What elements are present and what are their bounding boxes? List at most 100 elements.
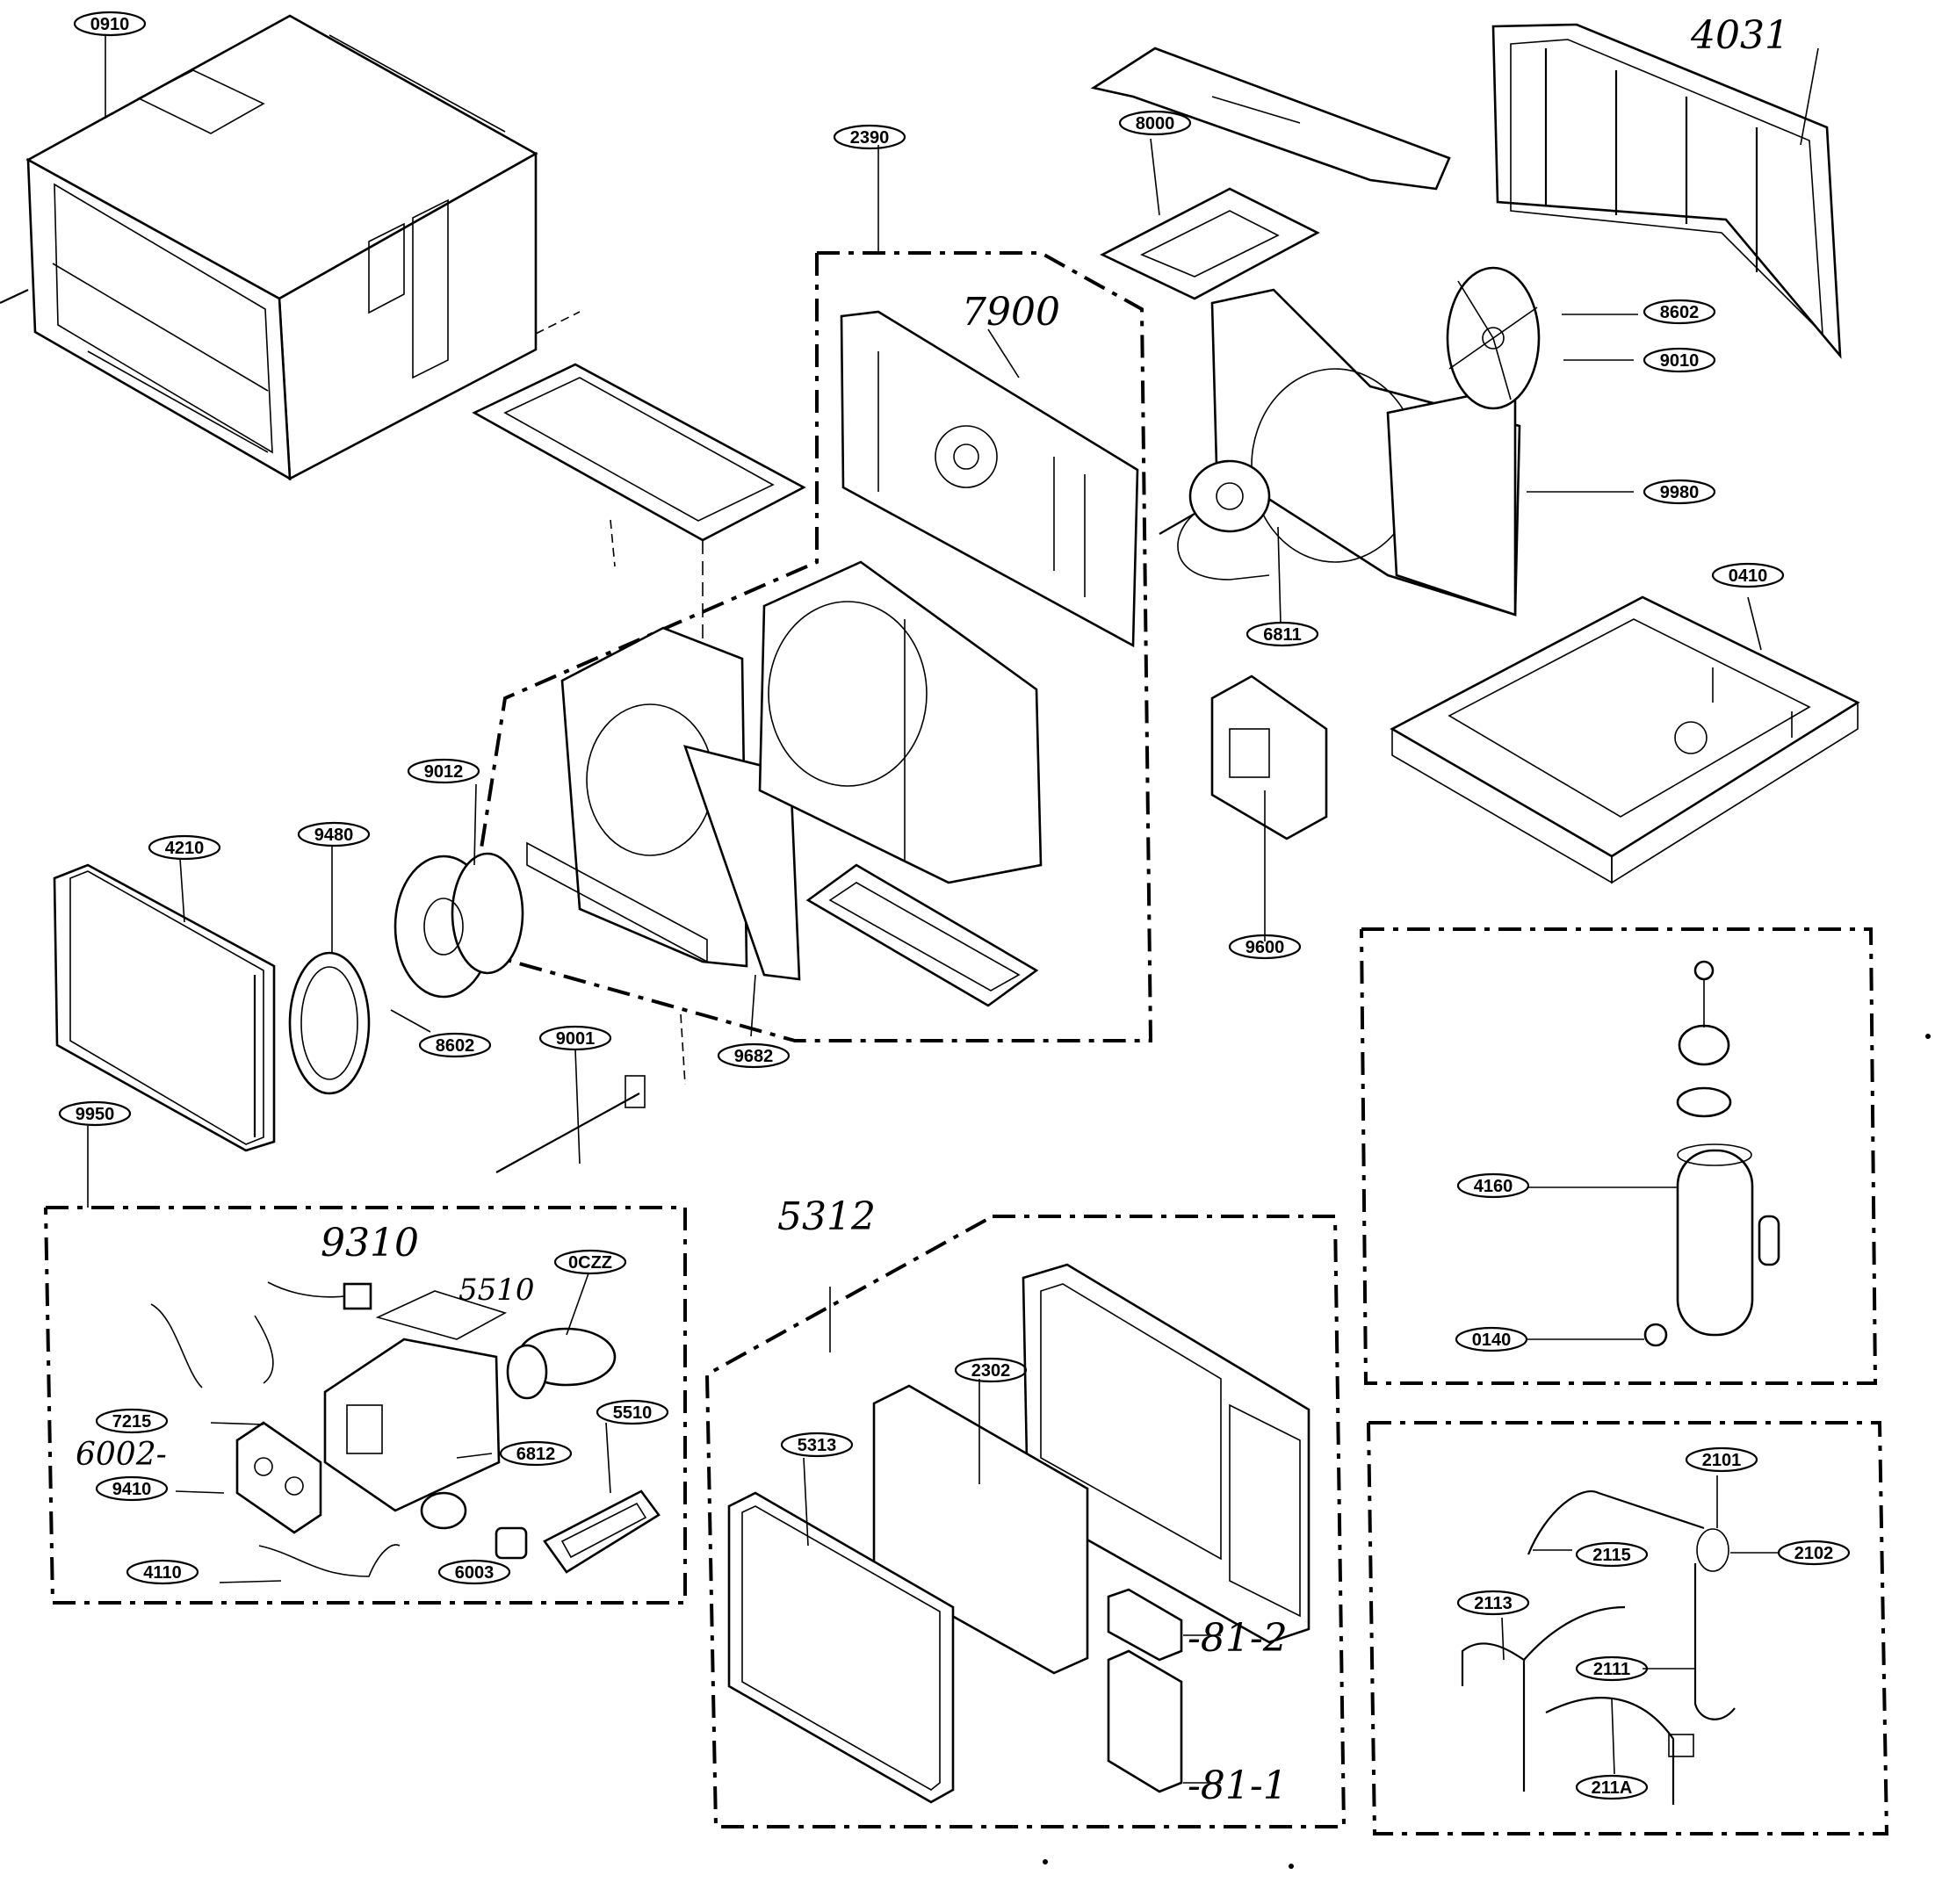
scroll-housing-part <box>758 560 1043 884</box>
blower-wheel-9012 <box>393 852 524 999</box>
callout-7215: 7215 <box>95 1408 169 1434</box>
switch-5510-part <box>543 1489 661 1574</box>
callout-8602: 8602 <box>1643 299 1716 325</box>
callout-5313: 5313 <box>780 1432 854 1458</box>
callout-4210: 4210 <box>148 834 221 861</box>
svg-text:2302: 2302 <box>971 1361 1011 1381</box>
callout-9980: 9980 <box>1643 479 1716 505</box>
svg-text:7215: 7215 <box>112 1412 152 1432</box>
svg-text:2113: 2113 <box>1474 1594 1512 1613</box>
partition-plate-7900 <box>840 310 1139 648</box>
callout-2101: 2101 <box>1685 1446 1758 1473</box>
handwritten-7900: 7900 <box>962 290 1060 335</box>
svg-text:9012: 9012 <box>424 762 464 782</box>
wire-harness-part <box>150 1303 401 1577</box>
callout-4160: 4160 <box>1456 1172 1530 1199</box>
callout-2390: 2390 <box>833 124 906 150</box>
callout-9010: 9010 <box>1643 347 1716 373</box>
svg-text:2101: 2101 <box>1702 1451 1742 1470</box>
orifice-ring-9480 <box>288 951 371 1095</box>
group-boundary-electrical <box>44 1206 687 1605</box>
svg-text:0CZZ: 0CZZ <box>568 1253 612 1273</box>
fan-blade-9010 <box>1446 266 1541 410</box>
drain-tube-part <box>495 1013 686 1173</box>
callouts: 0910 2390 8000 8602 9010 9980 0410 6811 … <box>58 11 1851 1800</box>
svg-text:8602: 8602 <box>1660 303 1700 322</box>
stray-mark <box>1925 1034 1931 1039</box>
svg-text:9010: 9010 <box>1660 351 1700 371</box>
callout-2113: 2113 <box>1456 1590 1530 1616</box>
louver-81-1-part <box>1107 1649 1183 1793</box>
base-plate-part <box>472 311 806 711</box>
svg-text:4210: 4210 <box>165 839 205 858</box>
cabinet-part <box>0 14 538 481</box>
evaporator-part <box>53 863 276 1152</box>
callout-9480: 9480 <box>297 821 371 847</box>
handwritten-5312: 5312 <box>777 1194 876 1239</box>
callout-211A: 211A <box>1575 1774 1649 1800</box>
group-boundary-compressor <box>1360 927 1878 1385</box>
svg-text:9600: 9600 <box>1245 938 1285 957</box>
callout-9001: 9001 <box>538 1025 612 1051</box>
callout-6003: 6003 <box>437 1559 511 1585</box>
front-grille-5313-part <box>727 1491 955 1804</box>
svg-text:4110: 4110 <box>143 1563 181 1583</box>
piping-assembly-part <box>1461 1490 1736 1805</box>
svg-text:8602: 8602 <box>436 1036 475 1056</box>
svg-text:2115: 2115 <box>1592 1546 1630 1565</box>
callout-0140: 0140 <box>1455 1326 1528 1352</box>
svg-text:9682: 9682 <box>734 1047 774 1066</box>
air-guide-part <box>526 626 801 981</box>
callout-2111: 2111 <box>1575 1655 1649 1682</box>
callout-9600: 9600 <box>1228 934 1302 960</box>
callout-0czz: 0CZZ <box>553 1249 627 1275</box>
compressor-part <box>1643 960 1780 1347</box>
fan-motor-part <box>1159 459 1271 581</box>
callout-9012: 9012 <box>407 758 480 784</box>
callout-9410: 9410 <box>95 1475 169 1502</box>
stray-mark <box>1289 1864 1294 1869</box>
handwritten-6002: 6002- <box>76 1437 167 1473</box>
callout-0410: 0410 <box>1711 562 1785 588</box>
callout-5510: 5510 <box>596 1399 669 1425</box>
callout-8602-b: 8602 <box>418 1032 492 1058</box>
terminal-board-part <box>235 1421 322 1534</box>
group-boundary-piping <box>1367 1421 1889 1835</box>
callout-6811: 6811 <box>1245 621 1319 647</box>
louver-81-2-part <box>1107 1588 1183 1662</box>
svg-text:9950: 9950 <box>76 1105 115 1124</box>
svg-text:6812: 6812 <box>516 1445 556 1464</box>
handwritten-4031: 4031 <box>1690 13 1789 58</box>
stray-mark <box>1043 1859 1048 1864</box>
callout-9950: 9950 <box>58 1100 132 1127</box>
control-box-bracket-part <box>1210 674 1328 840</box>
handwritten-81-1: -81-1 <box>1188 1763 1288 1808</box>
callout-2302: 2302 <box>954 1357 1028 1383</box>
svg-text:9480: 9480 <box>314 826 354 845</box>
svg-text:6003: 6003 <box>455 1563 495 1583</box>
control-box-part <box>323 1290 508 1512</box>
svg-text:0410: 0410 <box>1729 566 1768 586</box>
top-cover-part <box>1090 47 1451 191</box>
svg-text:2390: 2390 <box>850 128 890 148</box>
callout-4110: 4110 <box>126 1559 199 1585</box>
motor-6812-part <box>420 1491 467 1530</box>
svg-text:2111: 2111 <box>1593 1660 1630 1679</box>
svg-text:211A: 211A <box>1592 1778 1633 1798</box>
svg-text:0910: 0910 <box>90 15 130 34</box>
callout-2102: 2102 <box>1777 1540 1851 1566</box>
callout-9682: 9682 <box>717 1042 791 1069</box>
base-pan-part <box>1390 595 1860 884</box>
svg-text:5510: 5510 <box>613 1403 653 1423</box>
drain-pan-part <box>805 863 1039 1007</box>
bracket-8000-part <box>1100 187 1320 300</box>
svg-text:8000: 8000 <box>1136 114 1175 133</box>
callout-2115: 2115 <box>1575 1541 1649 1568</box>
condenser-part <box>1491 23 1842 359</box>
capacitor-part <box>506 1327 617 1400</box>
svg-text:9980: 9980 <box>1660 483 1700 502</box>
handwritten-81-2: -81-2 <box>1188 1616 1288 1661</box>
svg-text:2102: 2102 <box>1794 1544 1834 1563</box>
svg-text:6811: 6811 <box>1263 625 1301 645</box>
